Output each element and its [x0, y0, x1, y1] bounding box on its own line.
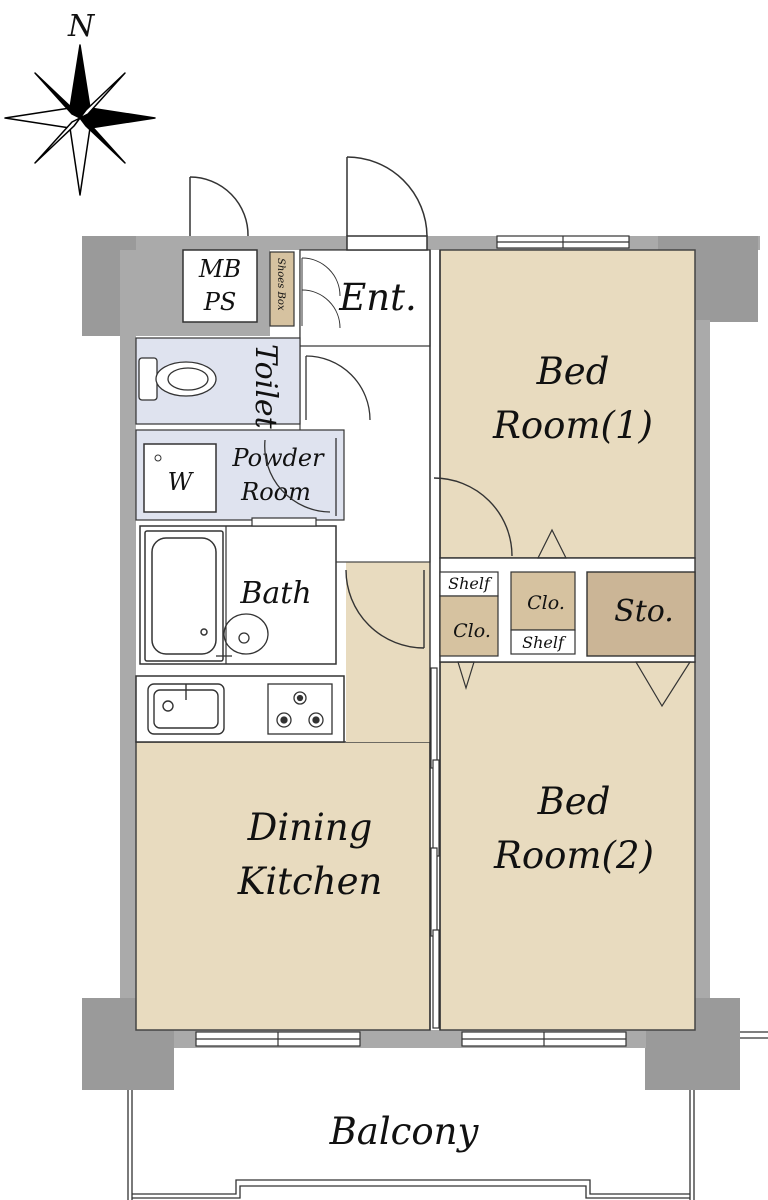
washer-label: W — [168, 468, 195, 496]
toilet-label: Toilet — [248, 344, 283, 430]
dining-kitchen-label-2: Kitchen — [237, 860, 383, 903]
shoes-box: Shoes Box — [269, 251, 295, 327]
floors — [135, 249, 696, 1031]
mbps-box: MB PS — [182, 249, 258, 323]
balcony-label: Balcony — [329, 1110, 480, 1153]
entrance: Ent. — [299, 249, 431, 347]
balcony — [127, 1031, 768, 1200]
washbasin-icon — [216, 613, 269, 657]
closet-strip — [439, 528, 696, 708]
storage-label: Sto. — [614, 594, 674, 629]
windows — [195, 235, 630, 1047]
shelf-right-label: Shelf — [522, 633, 567, 652]
kitchen-counter — [135, 675, 345, 743]
bathtub-icon — [144, 530, 224, 662]
shelf-left-label: Shelf — [448, 574, 493, 593]
dining-kitchen-label-1: Dining — [247, 806, 373, 849]
entrance-door — [346, 156, 428, 251]
compass-star-icon — [4, 44, 156, 196]
closet-right-label: Clo. — [527, 592, 565, 614]
bedroom2-label-2: Room(2) — [493, 834, 654, 877]
washer-icon — [143, 443, 217, 513]
powder-room: W Powder Room — [135, 429, 345, 521]
bedroom1-label-2: Room(1) — [492, 404, 653, 447]
sink-icon — [147, 683, 225, 735]
toilet-icon — [138, 357, 217, 401]
closet-left-label: Clo. — [453, 620, 491, 642]
bedroom2-label-1: Bed — [537, 780, 611, 823]
sliding-doors — [430, 667, 440, 1029]
bedroom1-label-1: Bed — [536, 350, 610, 393]
bath-label: Bath — [239, 576, 311, 611]
toilet-room: Toilet — [135, 337, 371, 430]
bath-room: Bath — [139, 525, 337, 665]
north-label: N — [67, 9, 96, 44]
mb-label: MB — [198, 255, 241, 283]
compass: N — [4, 9, 156, 196]
mbps-door — [189, 176, 249, 237]
stove-icon — [267, 683, 333, 735]
powder-label-1: Powder — [231, 444, 325, 472]
ps-label: PS — [203, 288, 237, 316]
entrance-label: Ent. — [338, 276, 416, 319]
shoes-box-label: Shoes Box — [275, 258, 286, 311]
